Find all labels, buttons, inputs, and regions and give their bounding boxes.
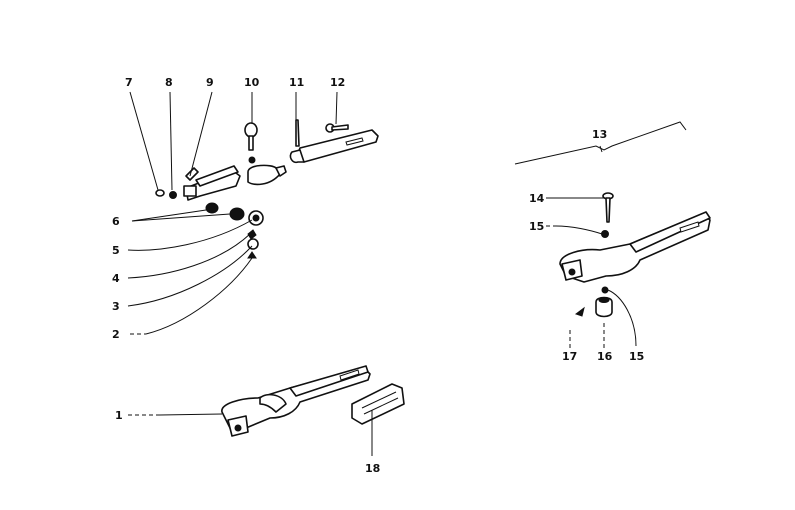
- part-5-roller: [248, 210, 264, 226]
- part-17-clip: [574, 306, 585, 317]
- callout-7: 7: [125, 76, 133, 89]
- part-2-cap: [247, 251, 257, 259]
- part-11-pin: [295, 119, 300, 147]
- part-6-bushing-b: [229, 207, 245, 221]
- part-6-bushing-a: [205, 202, 219, 214]
- part-7-screw: [155, 189, 165, 197]
- part-3-spacer: [247, 238, 259, 250]
- callout-9: 9: [206, 76, 214, 89]
- callout-6: 6: [112, 215, 120, 228]
- callout-5: 5: [112, 244, 120, 257]
- left-top-assembly: [155, 119, 379, 259]
- leader-lines: [127, 91, 687, 456]
- part-15-ball-lower: [601, 286, 609, 294]
- part-18-pad: [351, 383, 405, 425]
- part-9-lever: [183, 165, 241, 201]
- callout-2: 2: [112, 328, 120, 341]
- callout-16: 16: [597, 350, 613, 363]
- callout-13: 13: [592, 128, 607, 141]
- part-13-assembly: [559, 211, 711, 283]
- callout-1: 1: [115, 409, 123, 422]
- part-10-bolt: [244, 122, 258, 164]
- callout-labels: 7 8 9 10 11 12 6 5 4 3 2 1 18 13 14 15 1…: [112, 76, 644, 475]
- callout-14: 14: [529, 192, 545, 205]
- part-14-pin: [602, 192, 614, 223]
- callout-8: 8: [165, 76, 173, 89]
- callout-11: 11: [289, 76, 304, 89]
- part-8-washer: [169, 191, 177, 199]
- callout-3: 3: [112, 300, 120, 313]
- part-12-hinge-arm: [289, 123, 379, 164]
- callout-17: 17: [562, 350, 577, 363]
- part-15-ball-upper: [601, 230, 609, 238]
- bracket-piece: [247, 164, 287, 186]
- callout-4: 4: [112, 272, 120, 285]
- callout-15-upper: 15: [529, 220, 544, 233]
- part-16-bushing: [595, 296, 613, 318]
- callout-12: 12: [330, 76, 345, 89]
- callout-15-lower: 15: [629, 350, 644, 363]
- part-1-hinge: [221, 365, 371, 437]
- callout-10: 10: [244, 76, 260, 89]
- callout-18: 18: [365, 462, 380, 475]
- part-4-nut: [247, 229, 257, 240]
